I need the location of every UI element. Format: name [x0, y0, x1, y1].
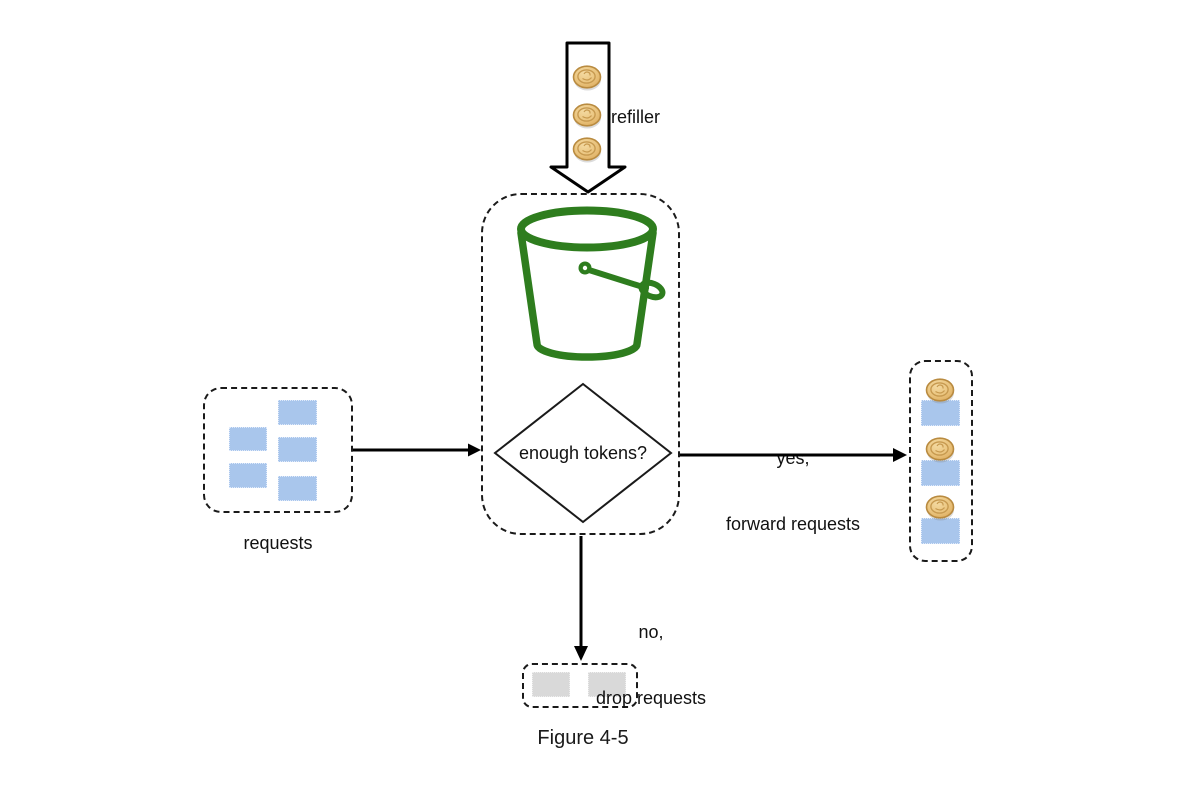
- dropped-requests-box: [522, 663, 638, 708]
- token-coin: [572, 137, 602, 164]
- requests-queue-box: [203, 387, 353, 513]
- no-branch-label: no, drop requests: [571, 577, 731, 753]
- requests-label: requests: [243, 533, 313, 553]
- forwarded-request-rect: [921, 460, 960, 486]
- bucket-container: [481, 193, 680, 535]
- request-rect: [229, 427, 267, 451]
- no-branch-line2: drop requests: [595, 688, 707, 708]
- dropped-request-rect: [588, 672, 626, 697]
- yes-branch-line1: yes,: [776, 448, 810, 468]
- forwarded-request-rect: [921, 400, 960, 426]
- refiller-label: refiller: [611, 107, 661, 127]
- forwarded-request-rect: [921, 518, 960, 544]
- no-branch-line1: no,: [638, 622, 664, 642]
- decision-label: enough tokens?: [518, 443, 648, 463]
- request-rect: [278, 400, 317, 425]
- token-coin: [572, 103, 602, 130]
- request-rect: [229, 463, 267, 488]
- request-rect: [278, 476, 317, 501]
- dropped-request-rect: [532, 672, 570, 697]
- request-rect: [278, 437, 317, 462]
- arrow-requests-in: [353, 443, 481, 457]
- figure-caption: Figure 4-5: [537, 727, 629, 749]
- forwarded-requests-box: [909, 360, 973, 562]
- yes-branch-label: yes, forward requests: [713, 403, 873, 579]
- token-coin: [572, 65, 602, 92]
- yes-branch-line2: forward requests: [725, 514, 861, 534]
